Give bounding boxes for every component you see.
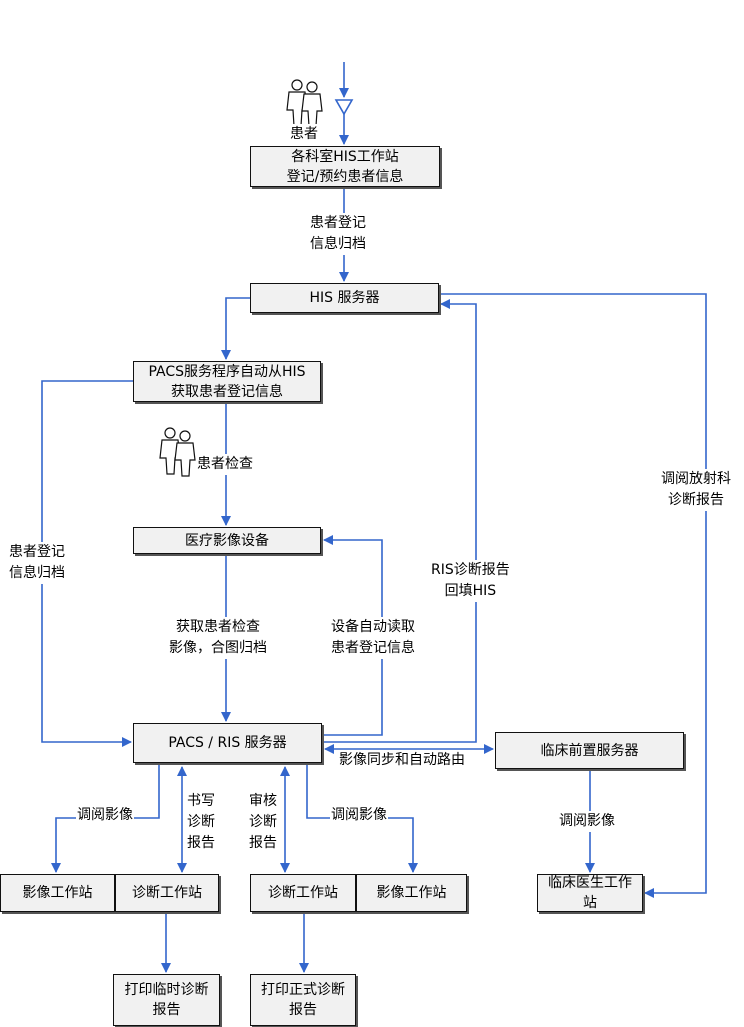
diagnosis-workstation-left-box: 诊断工作站 (115, 874, 219, 912)
label-patient-top: 患者 (289, 124, 319, 145)
print-formal-report-box: 打印正式诊断 报告 (250, 974, 356, 1026)
label-sync-route: 影像同步和自动路由 (338, 750, 466, 771)
modality-box: 医疗影像设备 (133, 527, 321, 554)
arrow-his-to-clinician (439, 293, 707, 898)
image-workstation-left-box: 影像工作站 (0, 874, 115, 912)
patient-exam-icon (159, 427, 196, 477)
label-write-report: 书写 诊断 报告 (186, 791, 216, 854)
patients-icon (286, 79, 323, 127)
image-workstation-right-box: 影像工作站 (356, 874, 467, 912)
arrow-ris-to-his (322, 299, 477, 743)
label-review-report: 审核 诊断 报告 (248, 791, 278, 854)
label-reg-archive-top: 患者登记 信息归档 (309, 213, 367, 255)
pacs-service-box: PACS服务程序自动从HIS 获取患者登记信息 (133, 361, 321, 402)
label-view-images-right: 调阅影像 (330, 805, 388, 826)
pacs-ris-server-box: PACS / RIS 服务器 (133, 723, 322, 763)
clinical-front-server-box: 临床前置服务器 (495, 732, 684, 769)
label-view-images-clinical: 调阅影像 (558, 811, 616, 832)
diagnosis-workstation-right-box: 诊断工作站 (250, 874, 356, 912)
print-temp-report-box: 打印临时诊断 报告 (113, 974, 220, 1026)
label-patient-exam: 患者检查 (196, 454, 254, 475)
entry-triangle (334, 99, 354, 116)
label-auto-read: 设备自动读取 患者登记信息 (330, 617, 416, 659)
label-ris-report: RIS诊断报告 回填HIS (430, 560, 511, 602)
arrow-his-to-pacs-service (221, 297, 250, 360)
his-server-box: HIS 服务器 (250, 283, 439, 313)
label-get-images: 获取患者检查 影像，合图归档 (168, 617, 268, 659)
label-view-images-left: 调阅影像 (76, 805, 134, 826)
label-view-radiology: 调阅放射科 诊断报告 (660, 469, 732, 511)
clinician-workstation-box: 临床医生工作 站 (537, 874, 643, 912)
label-reg-archive-left: 患者登记 信息归档 (8, 542, 66, 584)
his-workstation-box: 各科室HIS工作站 登记/预约患者信息 (250, 146, 440, 187)
